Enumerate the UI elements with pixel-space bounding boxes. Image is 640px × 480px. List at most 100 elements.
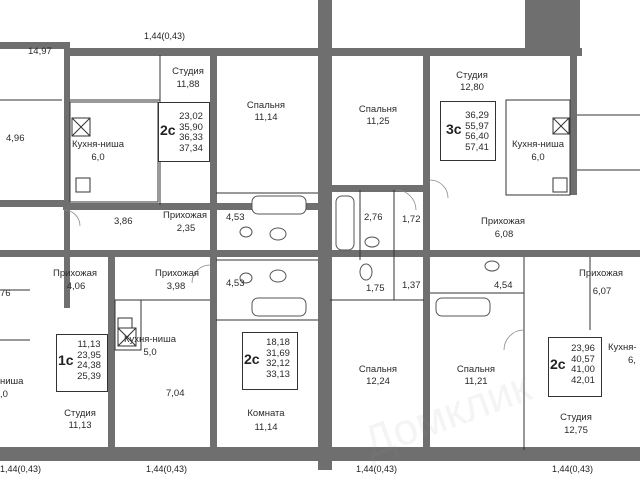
room-area: 12,24 — [366, 376, 390, 387]
balcony-label: 1,44(0,43) — [0, 464, 42, 474]
bathtub-icon — [251, 195, 307, 215]
unit-area-value: 37,34 — [179, 142, 203, 154]
unit-code: 1с — [58, 352, 74, 368]
sink-icon — [75, 177, 91, 193]
room-area: 2,76 — [364, 212, 383, 223]
room-name: Комната — [247, 408, 285, 419]
unit-code: 3с — [446, 121, 462, 137]
wall — [330, 185, 430, 192]
door-arc — [395, 189, 417, 211]
sink-icon — [552, 177, 568, 193]
door-arc — [191, 264, 211, 284]
unit-area-value: 25,39 — [77, 370, 101, 382]
room-area: 4,53 — [226, 278, 245, 289]
room-name: Спальня — [358, 104, 398, 115]
toilet-icon — [269, 227, 287, 241]
room-area: 4,53 — [226, 212, 245, 223]
room-area: 3,98 — [166, 281, 186, 292]
unit-area-value: 41,00 — [571, 364, 595, 375]
washbasin-icon — [484, 260, 500, 272]
wall — [318, 0, 332, 470]
unit-area-value: 35,90 — [179, 121, 203, 133]
bathtub-icon — [435, 297, 491, 317]
room-area: 11,21 — [464, 376, 488, 387]
unit-areas: 11,13 23,95 24,38 25,39 — [74, 339, 104, 382]
room-name: Студия — [456, 70, 488, 81]
room-area: 11,14 — [254, 422, 278, 433]
unit-box-2c-bottom — [242, 332, 298, 390]
unit-area-value: 57,41 — [465, 141, 489, 153]
room-area: 11,88 — [176, 79, 200, 90]
unit-area-value: 11,13 — [77, 339, 101, 350]
bathtub-icon — [251, 297, 307, 317]
room-area: 7,04 — [166, 388, 185, 399]
unit-area-value: 36,29 — [465, 110, 489, 121]
balcony-label: 1,44(0,43) — [356, 464, 398, 474]
room-area: 14,97 — [28, 46, 52, 57]
washbasin-icon — [239, 226, 253, 238]
unit-area-value: 23,95 — [77, 349, 101, 361]
unit-code: 2с — [550, 356, 566, 372]
room-name: Прихожая — [578, 268, 624, 279]
room-area: 6,0 — [531, 152, 545, 163]
room-area: 1,72 — [402, 214, 421, 225]
wall — [63, 203, 323, 210]
unit-area-value: 23,96 — [571, 343, 595, 354]
unit-code: 2с — [160, 122, 176, 138]
room-name: Спальня — [358, 364, 398, 375]
room-area: 2,35 — [176, 223, 196, 234]
room-name: Студия — [172, 66, 204, 77]
room-area: 6,08 — [494, 229, 514, 240]
room-name: Прихожая — [162, 210, 208, 221]
balcony-label: 1,44(0,43) — [144, 31, 186, 41]
unit-area-value: 42,01 — [571, 374, 595, 386]
washbasin-icon — [239, 272, 253, 284]
unit-areas: 23,02 35,90 36,33 37,34 — [176, 111, 206, 154]
unit-areas: 36,29 55,97 56,40 57,41 — [462, 110, 492, 153]
room-area: 4,96 — [6, 133, 25, 144]
door-swings — [63, 179, 525, 351]
door-arc — [429, 179, 449, 199]
room-name: Кухня-ниша — [511, 139, 565, 150]
wall — [0, 42, 68, 49]
unit-box-1c-bottom — [56, 334, 108, 392]
room-name: Студия — [64, 408, 96, 419]
wall — [0, 447, 640, 461]
room-name: Спальня — [456, 364, 496, 375]
wall — [108, 257, 115, 447]
wall-group — [0, 0, 640, 470]
unit-areas: 23,96 40,57 41,00 42,01 — [568, 343, 598, 386]
stove-icon — [117, 327, 137, 347]
unit-code: 2с — [244, 351, 260, 367]
unit-area-value: 40,57 — [571, 353, 595, 365]
unit-box-3c-top — [440, 101, 496, 161]
room-area: 11,14 — [254, 112, 278, 123]
unit-area-value: 18,18 — [266, 337, 290, 348]
room-name: Прихожая — [480, 216, 526, 227]
stove-icon — [552, 117, 570, 135]
room-area: 1,37 — [402, 280, 421, 291]
room-area: 6,07 — [592, 286, 612, 297]
toilet-icon — [359, 263, 373, 281]
unit-box-2c-top — [158, 102, 210, 162]
door-arc — [503, 329, 525, 351]
stove-icon — [71, 117, 91, 137]
room-name: Спальня — [246, 100, 286, 111]
room-area: 11,13 — [68, 420, 92, 431]
room-name: Кухня- — [608, 342, 637, 353]
wall — [210, 56, 217, 450]
balcony-label: 1,44(0,43) — [552, 464, 594, 474]
unit-areas: 18,18 31,69 32,12 33,13 — [262, 337, 294, 380]
room-name: ниша — [0, 376, 24, 387]
unit-area-value: 31,69 — [266, 347, 290, 359]
unit-area-value: 24,38 — [77, 360, 101, 371]
room-area: 76 — [0, 288, 11, 299]
room-area: 12,80 — [460, 82, 484, 93]
washbasin-icon — [364, 236, 380, 248]
unit-area-value: 33,13 — [266, 368, 290, 380]
room-area: 11,25 — [366, 116, 390, 127]
bathtub-icon — [335, 195, 355, 251]
unit-area-value: 36,33 — [179, 132, 203, 143]
